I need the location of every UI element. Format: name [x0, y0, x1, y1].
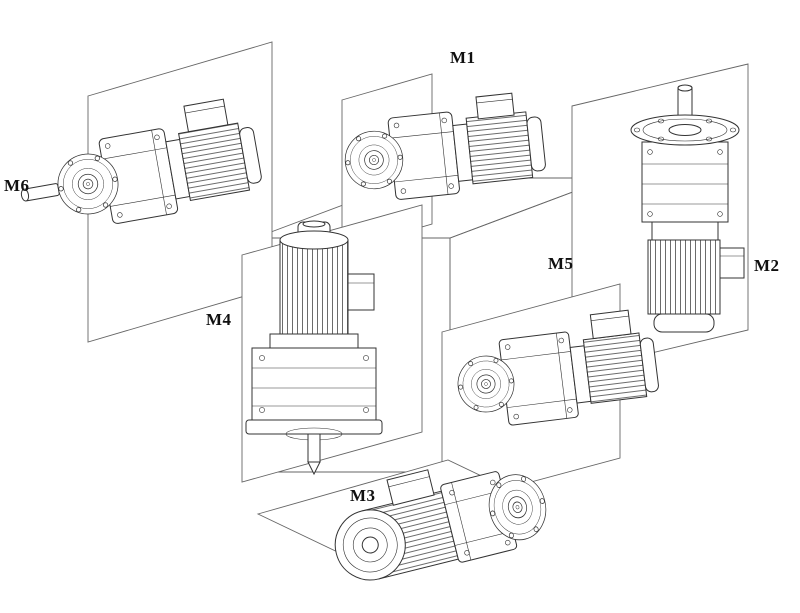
- gearmotor-m5: [454, 309, 659, 426]
- position-label-m3: M3: [350, 486, 376, 505]
- motor-fins: [465, 111, 534, 185]
- motor-adapter: [269, 333, 359, 349]
- position-label-m5: M5: [548, 254, 574, 273]
- gearmotor-m3: [334, 468, 553, 581]
- gearmotor-m4: [245, 220, 383, 476]
- gear-housing: [251, 347, 377, 421]
- output-shaft: [307, 433, 321, 463]
- gearmotor-m1: [341, 92, 546, 200]
- position-label-m4: M4: [206, 310, 232, 329]
- terminal-box: [347, 273, 375, 311]
- fan-cover: [526, 116, 546, 172]
- position-label-m1: M1: [450, 48, 476, 67]
- motor-fins: [279, 239, 349, 335]
- motor-fins: [178, 122, 251, 202]
- motor-fins: [647, 239, 721, 315]
- fan-cover: [653, 313, 715, 333]
- position-label-m2: M2: [754, 256, 780, 275]
- fan-cover: [239, 127, 262, 184]
- terminal-box: [475, 92, 515, 120]
- position-label-m6: M6: [4, 176, 30, 195]
- fan-cover: [639, 337, 659, 393]
- motor-fins: [582, 332, 648, 404]
- gear-housing: [641, 141, 729, 223]
- terminal-box: [589, 309, 632, 340]
- terminal-box: [719, 247, 745, 279]
- gearmotor-m6: [20, 98, 262, 224]
- bottom-flange: [245, 419, 383, 435]
- motor-adapter: [651, 221, 719, 241]
- gearmotor-m2: [630, 84, 745, 333]
